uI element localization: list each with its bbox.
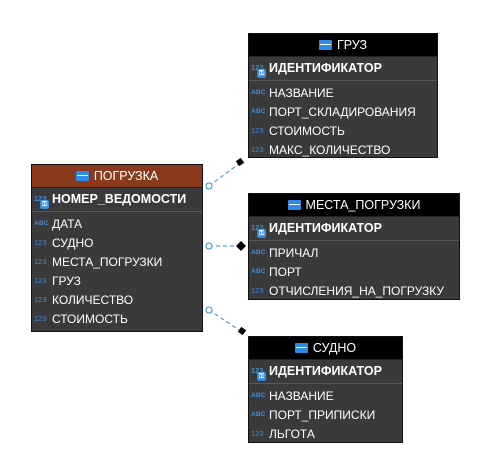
field-name: СУДНО xyxy=(52,235,94,250)
field-name: НОМЕР_ВЕДОМОСТИ xyxy=(52,192,187,206)
field-name: ДАТА xyxy=(52,216,83,231)
field-name: СТОИМОСТЬ xyxy=(269,123,345,138)
entity-mesta-pk-row[interactable]: 123⚿ ИДЕНТИФИКАТОР xyxy=(249,217,459,239)
field-name: МЕСТА_ПОГРУЗКИ xyxy=(52,254,163,269)
numeric-key-icon: 123⚿ xyxy=(34,194,49,209)
field-row[interactable]: 123 ЛЬГОТА xyxy=(249,424,402,443)
numeric-type-icon: 123 xyxy=(34,256,47,266)
field-name: ГРУЗ xyxy=(52,273,81,288)
numeric-type-icon: 123 xyxy=(251,125,264,135)
field-row[interactable]: ABC ПОРТ xyxy=(249,262,459,281)
entity-gruz-title: ГРУЗ xyxy=(336,38,368,52)
field-name: ИДЕНТИФИКАТОР xyxy=(269,364,382,378)
field-row[interactable]: 123 ОТЧИСЛЕНИЯ_НА_ПОГРУЗКУ xyxy=(249,281,459,300)
divider xyxy=(249,240,459,241)
text-type-icon: ABC xyxy=(34,219,49,227)
field-name: ЛЬГОТА xyxy=(269,426,315,441)
numeric-type-icon: 123 xyxy=(251,285,264,295)
field-row[interactable]: ABC НАЗВАНИЕ xyxy=(249,83,437,102)
field-row[interactable]: ABC ДАТА xyxy=(32,214,202,233)
table-icon xyxy=(75,171,89,181)
numeric-type-icon: 123 xyxy=(34,294,47,304)
numeric-type-icon: 123 xyxy=(34,313,47,323)
field-name: ПОРТ_СКЛАДИРОВАНИЯ xyxy=(269,104,416,119)
field-row[interactable]: ABC ПОРТ_ПРИПИСКИ xyxy=(249,405,402,424)
field-row[interactable]: 123 МЕСТА_ПОГРУЗКИ xyxy=(32,252,202,271)
numeric-type-icon: 123 xyxy=(251,144,264,154)
field-name: СТОИМОСТЬ xyxy=(52,311,128,326)
field-name: ПОРТ_ПРИПИСКИ xyxy=(269,407,376,422)
link-pogruzka-sudno[interactable] xyxy=(205,306,247,336)
field-name: ИДЕНТИФИКАТОР xyxy=(269,61,382,75)
entity-pogruzka-pk-row[interactable]: 123⚿ НОМЕР_ВЕДОМОСТИ xyxy=(32,188,202,210)
divider xyxy=(249,80,437,81)
field-name: НАЗВАНИЕ xyxy=(269,388,334,403)
entity-mesta-pogruzki[interactable]: МЕСТА_ПОГРУЗКИ 123⚿ ИДЕНТИФИКАТОР ABC ПР… xyxy=(248,193,460,300)
table-icon xyxy=(287,200,301,210)
text-type-icon: ABC xyxy=(251,267,266,275)
numeric-type-icon: 123 xyxy=(251,428,264,438)
field-name: ПОРТ xyxy=(269,264,302,279)
numeric-key-icon: 123⚿ xyxy=(251,223,266,238)
table-icon xyxy=(318,40,332,50)
entity-gruz-header[interactable]: ГРУЗ xyxy=(249,34,437,57)
entity-gruz[interactable]: ГРУЗ 123⚿ ИДЕНТИФИКАТОР ABC НАЗВАНИЕ ABC… xyxy=(248,33,438,158)
field-row[interactable]: ABC ПРИЧАЛ xyxy=(249,243,459,262)
field-name: ОТЧИСЛЕНИЯ_НА_ПОГРУЗКУ xyxy=(269,283,444,298)
field-row[interactable]: 123 КОЛИЧЕСТВО xyxy=(32,290,202,309)
entity-gruz-pk-row[interactable]: 123⚿ ИДЕНТИФИКАТОР xyxy=(249,57,437,79)
table-icon xyxy=(294,343,308,353)
divider xyxy=(32,211,202,212)
field-row[interactable]: 123 МАКС_КОЛИЧЕСТВО xyxy=(249,140,437,159)
entity-sudno-header[interactable]: СУДНО xyxy=(249,337,402,360)
divider xyxy=(249,383,402,384)
entity-sudno[interactable]: СУДНО 123⚿ ИДЕНТИФИКАТОР ABC НАЗВАНИЕ AB… xyxy=(248,336,403,443)
numeric-type-icon: 123 xyxy=(34,237,47,247)
link-pogruzka-mesta[interactable] xyxy=(205,241,246,251)
field-name: МАКС_КОЛИЧЕСТВО xyxy=(269,142,391,157)
numeric-key-icon: 123⚿ xyxy=(251,63,266,78)
field-row[interactable]: ABC НАЗВАНИЕ xyxy=(249,386,402,405)
field-name: ПРИЧАЛ xyxy=(269,245,319,260)
link-pogruzka-gruz[interactable] xyxy=(205,157,245,190)
field-name: КОЛИЧЕСТВО xyxy=(52,292,134,307)
field-row[interactable]: 123 ГРУЗ xyxy=(32,271,202,290)
text-type-icon: ABC xyxy=(251,248,266,256)
entity-mesta-header[interactable]: МЕСТА_ПОГРУЗКИ xyxy=(249,194,459,217)
text-type-icon: ABC xyxy=(251,88,266,96)
entity-sudno-pk-row[interactable]: 123⚿ ИДЕНТИФИКАТОР xyxy=(249,360,402,382)
numeric-type-icon: 123 xyxy=(34,275,47,285)
field-row[interactable]: ABC ПОРТ_СКЛАДИРОВАНИЯ xyxy=(249,102,437,121)
entity-pogruzka-title: ПОГРУЗКА xyxy=(93,169,159,183)
field-row[interactable]: 123 СТОИМОСТЬ xyxy=(32,309,202,328)
entity-pogruzka-header[interactable]: ПОГРУЗКА xyxy=(32,165,202,188)
entity-sudno-title: СУДНО xyxy=(312,341,357,355)
entity-pogruzka[interactable]: ПОГРУЗКА 123⚿ НОМЕР_ВЕДОМОСТИ ABC ДАТА 1… xyxy=(31,164,203,332)
field-row[interactable]: 123 СУДНО xyxy=(32,233,202,252)
field-name: ИДЕНТИФИКАТОР xyxy=(269,221,382,235)
text-type-icon: ABC xyxy=(251,107,266,115)
text-type-icon: ABC xyxy=(251,410,266,418)
numeric-key-icon: 123⚿ xyxy=(251,366,266,381)
field-name: НАЗВАНИЕ xyxy=(269,85,334,100)
entity-mesta-title: МЕСТА_ПОГРУЗКИ xyxy=(305,198,421,212)
field-row[interactable]: 123 СТОИМОСТЬ xyxy=(249,121,437,140)
text-type-icon: ABC xyxy=(251,391,266,399)
